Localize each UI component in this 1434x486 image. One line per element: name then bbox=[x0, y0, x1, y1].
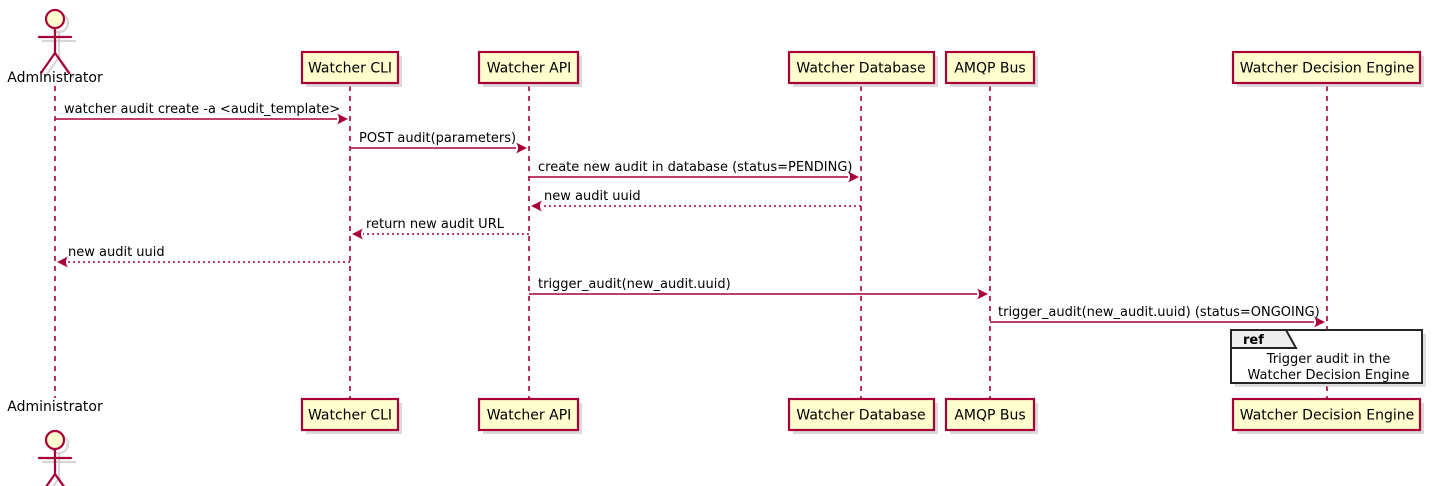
ref-block-line-1: Watcher Decision Engine bbox=[1248, 368, 1410, 383]
message-arrowhead-m5 bbox=[352, 228, 363, 240]
message-label-m7: trigger_audit(new_audit.uuid) bbox=[538, 277, 731, 292]
participant-label-api-top: Watcher API bbox=[487, 61, 572, 77]
participant-label-cli-top: Watcher CLI bbox=[308, 61, 392, 77]
participant-label-db-bottom: Watcher Database bbox=[796, 408, 925, 424]
messages-layer: watcher audit create -a <audit_template>… bbox=[55, 102, 1325, 328]
message-label-m2: POST audit(parameters) bbox=[359, 131, 516, 146]
message-label-m6: new audit uuid bbox=[68, 245, 165, 260]
message-arrowhead-m3 bbox=[848, 171, 859, 183]
participant-label-cli-bottom: Watcher CLI bbox=[308, 408, 392, 424]
actor-label-admin-bottom: Administrator bbox=[7, 399, 103, 415]
actor-leg-left bbox=[45, 472, 57, 486]
actor-head-icon bbox=[44, 8, 66, 30]
ref-block-tab bbox=[1230, 329, 1298, 349]
participants-layer: Watcher CLI Watcher CLI Watcher API Watcher… bbox=[300, 50, 1424, 434]
actor-label-admin-top: Administrator bbox=[7, 70, 103, 86]
participant-box-db-top[interactable] bbox=[787, 50, 936, 85]
message-arrowhead-m2 bbox=[516, 142, 527, 154]
participant-box-wde-top[interactable] bbox=[1231, 50, 1422, 85]
actor-head-icon bbox=[44, 429, 66, 451]
participant-box-api-bottom[interactable] bbox=[477, 397, 580, 432]
participant-label-wde-top: Watcher Decision Engine bbox=[1240, 61, 1414, 77]
participant-box-db-bottom[interactable] bbox=[787, 397, 936, 432]
message-label-m8: trigger_audit(new_audit.uuid) (status=ON… bbox=[998, 305, 1320, 320]
ref-block-line-0: Trigger audit in the bbox=[1266, 352, 1391, 367]
participant-label-db-top: Watcher Database bbox=[796, 61, 925, 77]
lifelines-layer bbox=[54, 86, 1328, 398]
message-arrowhead-m1 bbox=[337, 113, 348, 125]
ref-block-tab-label: ref bbox=[1243, 333, 1264, 348]
participant-box-api-top[interactable] bbox=[477, 50, 580, 85]
participant-label-wde-bottom: Watcher Decision Engine bbox=[1240, 408, 1414, 424]
message-label-m4: new audit uuid bbox=[544, 189, 641, 204]
message-arrowhead-m4 bbox=[531, 200, 542, 212]
actor-leg-left bbox=[39, 51, 57, 75]
participant-box-amqp-top[interactable] bbox=[944, 50, 1036, 85]
message-label-m3: create new audit in database (status=PEN… bbox=[538, 160, 853, 175]
message-arrowhead-m6 bbox=[57, 256, 68, 268]
message-arrowhead-m8 bbox=[1314, 316, 1325, 328]
participant-box-amqp-bottom[interactable] bbox=[944, 397, 1036, 432]
actor-admin-bottom[interactable]: Administrator bbox=[7, 399, 103, 486]
actor-leg-right bbox=[53, 472, 65, 486]
participant-box-cli-top[interactable] bbox=[300, 50, 400, 85]
participant-label-api-bottom: Watcher API bbox=[487, 408, 572, 424]
message-arrowhead-m7 bbox=[977, 288, 988, 300]
actor-admin-top[interactable]: Administrator bbox=[7, 8, 103, 86]
participant-box-cli-bottom[interactable] bbox=[300, 397, 400, 432]
participant-box-wde-bottom[interactable] bbox=[1231, 397, 1422, 432]
participant-label-amqp-top: AMQP Bus bbox=[954, 61, 1025, 77]
actor-leg-right bbox=[53, 51, 71, 75]
participant-label-amqp-bottom: AMQP Bus bbox=[954, 408, 1025, 424]
message-label-m5: return new audit URL bbox=[366, 217, 505, 232]
message-label-m1: watcher audit create -a <audit_template> bbox=[64, 102, 340, 117]
